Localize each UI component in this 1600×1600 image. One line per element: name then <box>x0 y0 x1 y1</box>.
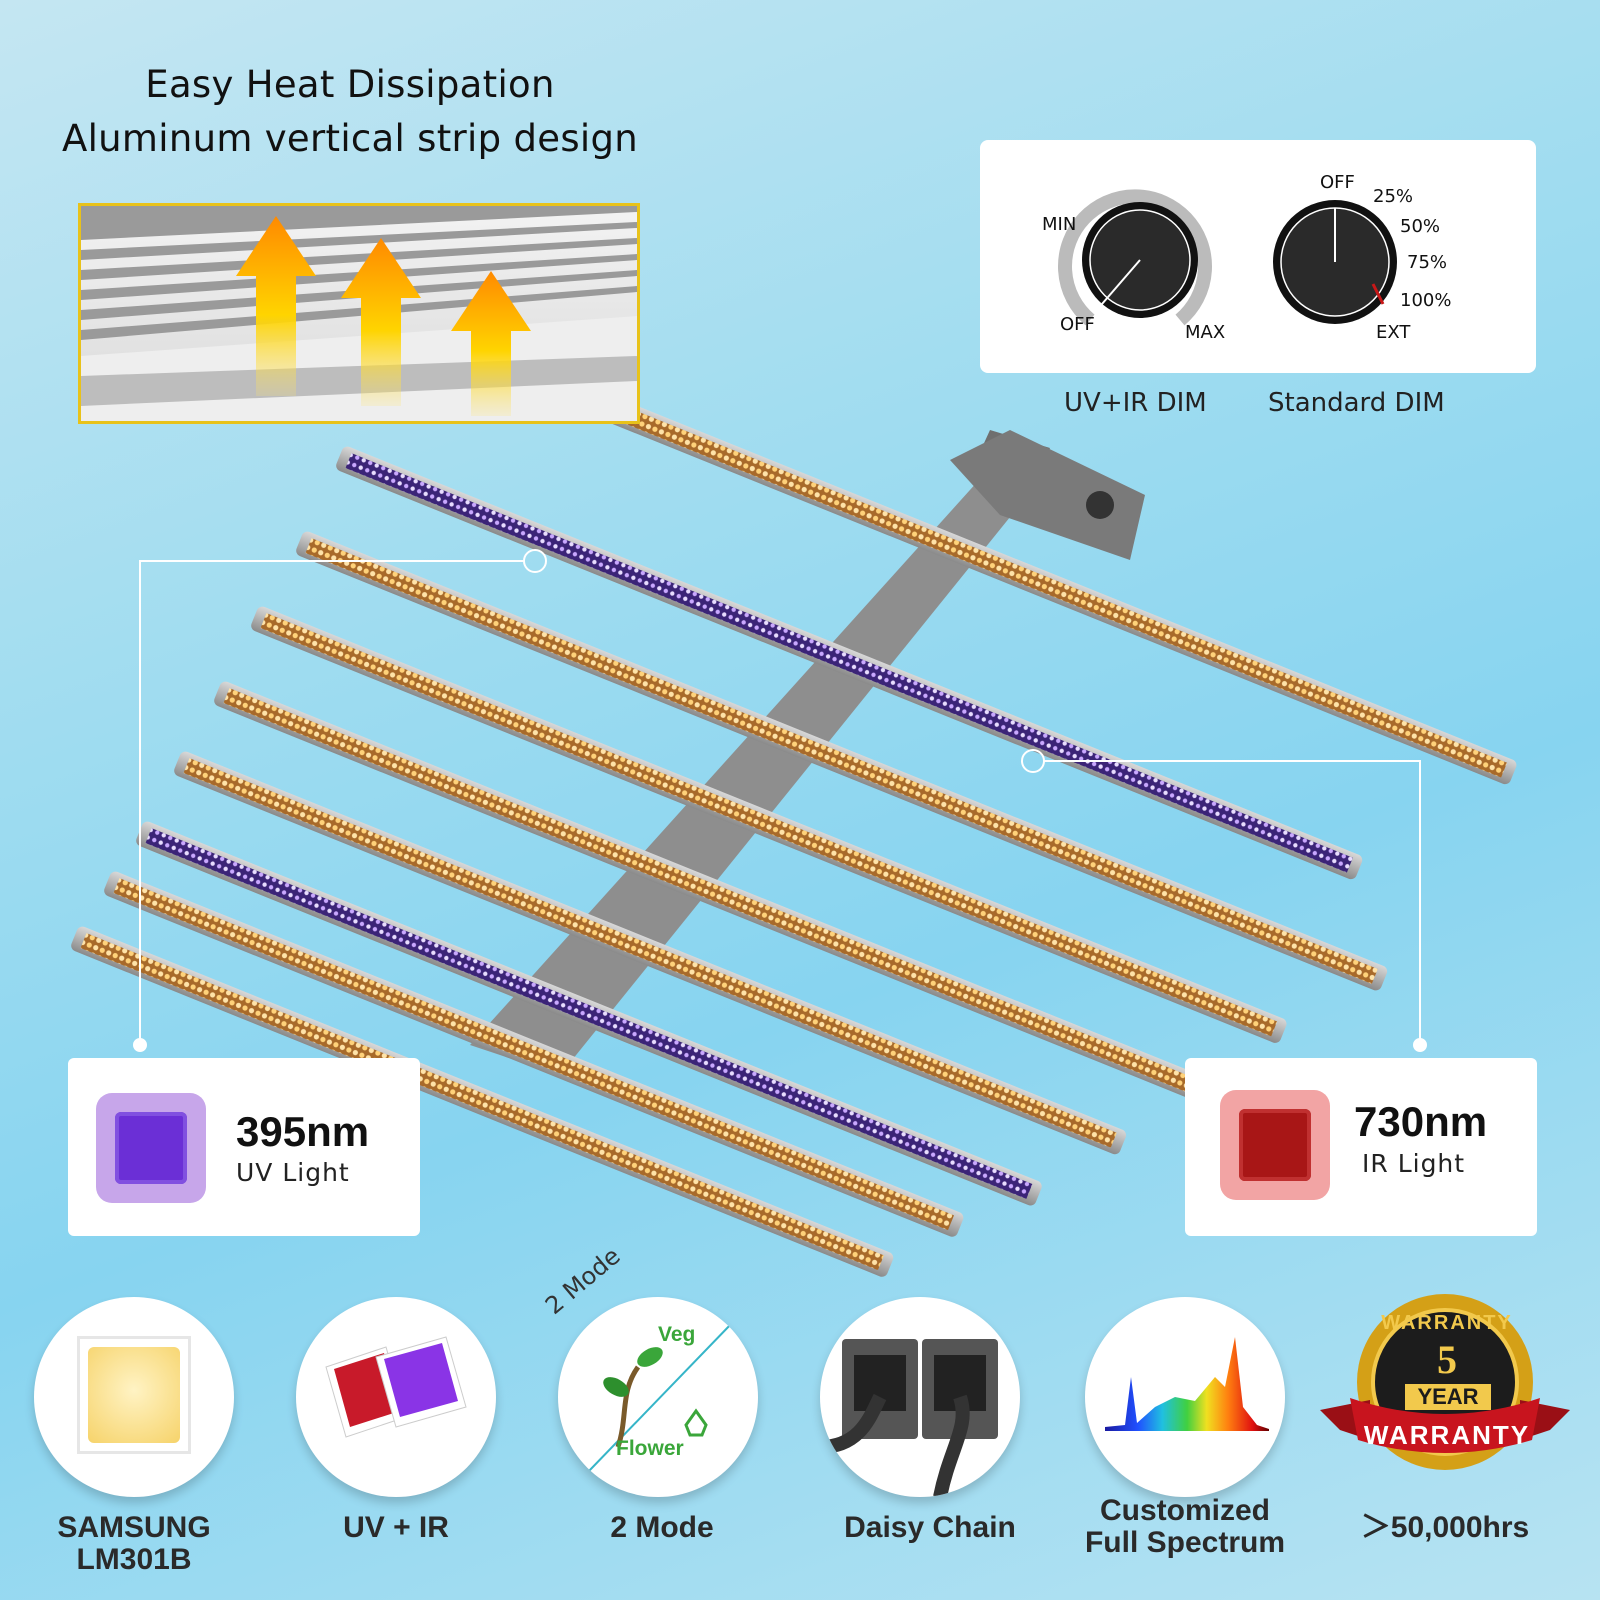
headline-line-2: Aluminum vertical strip design <box>61 117 639 160</box>
feature-warranty-label: ＞50,000hrs <box>1360 1511 1530 1544</box>
badge-number: 5 <box>1437 1337 1457 1382</box>
standard-100-mark: 100% <box>1400 290 1452 311</box>
rj-port-icon <box>820 1339 998 1497</box>
feature-samsung-label: SAMSUNG LM301B <box>4 1512 264 1576</box>
heat-arrow-icon <box>341 238 421 406</box>
flower-label: Flower <box>616 1437 684 1460</box>
heat-arrow-icon <box>451 271 531 416</box>
feature-uv-ir-label: UV + IR <box>343 1511 449 1544</box>
uv-swatch-icon <box>96 1093 206 1203</box>
heat-dissipation-inset <box>78 203 640 424</box>
feature-daisy-chain <box>820 1297 1020 1497</box>
spectrum-icon <box>1105 1337 1269 1431</box>
dimmer-panel <box>980 140 1536 373</box>
headline: Easy Heat Dissipation Aluminum vertical … <box>40 58 660 166</box>
heat-arrow-icon <box>236 216 316 396</box>
veg-label: Veg <box>658 1323 696 1346</box>
standard-ext-mark: EXT <box>1376 322 1411 343</box>
uv-ir-max-mark: MAX <box>1185 322 1226 343</box>
uv-ir-dim-label: UV+IR DIM <box>1064 388 1207 418</box>
ir-light-label: IR Light <box>1362 1149 1466 1178</box>
badge-top-text: WARRANTY <box>1381 1312 1513 1334</box>
feature-spectrum-label: Customized Full Spectrum <box>1055 1495 1315 1559</box>
badge-ribbon-text: WARRANTY <box>1363 1420 1531 1450</box>
ir-wavelength: 730nm <box>1354 1098 1488 1145</box>
feature-spectrum <box>1085 1297 1285 1497</box>
ir-swatch-icon <box>1220 1090 1330 1200</box>
veg-flower-icon <box>587 1321 734 1473</box>
headline-line-1: Easy Heat Dissipation <box>145 63 555 106</box>
feature-2-mode: Veg Flower <box>558 1297 758 1497</box>
uv-ir-dimmer-knob[interactable] <box>1030 180 1230 340</box>
feature-daisy-chain-label: Daisy Chain <box>844 1511 1016 1544</box>
feature-samsung-label-line2: LM301B <box>76 1543 192 1576</box>
uv-ir-min-mark: MIN <box>1042 214 1077 235</box>
callout-leaders <box>133 549 1427 1052</box>
feature-samsung <box>34 1297 234 1497</box>
standard-25-mark: 25% <box>1373 186 1414 207</box>
feature-spectrum-label-line2: Full Spectrum <box>1084 1526 1286 1559</box>
standard-off-mark: OFF <box>1320 172 1355 193</box>
feature-spectrum-label-line1: Customized <box>1099 1494 1270 1527</box>
feature-uv-ir <box>296 1297 496 1497</box>
uv-ir-chips-icon <box>325 1336 467 1438</box>
standard-75-mark: 75% <box>1407 252 1448 273</box>
badge-year: YEAR <box>1405 1384 1491 1410</box>
led-chip-icon <box>80 1339 188 1451</box>
uv-ir-off-mark: OFF <box>1060 314 1095 335</box>
feature-samsung-label-line1: SAMSUNG <box>57 1511 211 1544</box>
feature-2-mode-label: 2 Mode <box>610 1511 714 1544</box>
aluminum-fins-illustration <box>81 206 637 421</box>
standard-50-mark: 50% <box>1400 216 1441 237</box>
uv-light-label: UV Light <box>236 1158 350 1187</box>
warranty-badge-icon <box>1320 1294 1570 1470</box>
uv-wavelength: 395nm <box>236 1108 370 1155</box>
standard-dim-label: Standard DIM <box>1268 388 1445 418</box>
standard-dimmer-knob[interactable] <box>1265 192 1415 332</box>
light-bars <box>71 321 1517 1277</box>
